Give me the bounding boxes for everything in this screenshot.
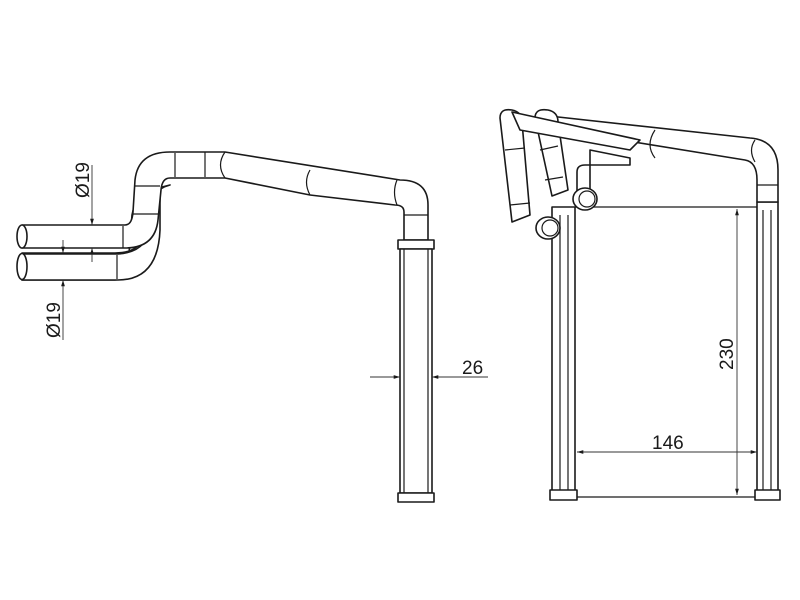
core-bottom-tank xyxy=(397,492,435,503)
core-height-label: 230 xyxy=(717,338,738,370)
left-tank xyxy=(551,206,576,498)
lower-pipe-body xyxy=(21,195,161,281)
side-view xyxy=(16,151,435,503)
top-pipe xyxy=(539,114,779,203)
dimension-core-thickness: 26 xyxy=(370,358,488,379)
inlet-port xyxy=(572,187,598,211)
front-view xyxy=(499,108,781,501)
upper-pipe-end xyxy=(16,224,28,249)
core-thickness-label: 26 xyxy=(462,358,483,379)
dimension-core-height: 230 xyxy=(717,209,739,495)
outlet-port xyxy=(535,216,561,240)
core-side xyxy=(399,248,433,494)
core-top-tank xyxy=(397,239,435,250)
lower-pipe-end xyxy=(16,252,28,281)
inlet-diameter-label: Ø19 xyxy=(73,162,94,198)
right-tank xyxy=(756,201,779,498)
dimension-inlet-diameter: Ø19 xyxy=(73,162,94,262)
upper-pipe xyxy=(21,151,429,249)
dimension-core-width: 146 xyxy=(577,433,757,454)
core-width-label: 146 xyxy=(652,433,684,454)
outlet-diameter-label: Ø19 xyxy=(44,302,65,338)
dimension-outlet-diameter: Ø19 xyxy=(44,240,65,340)
